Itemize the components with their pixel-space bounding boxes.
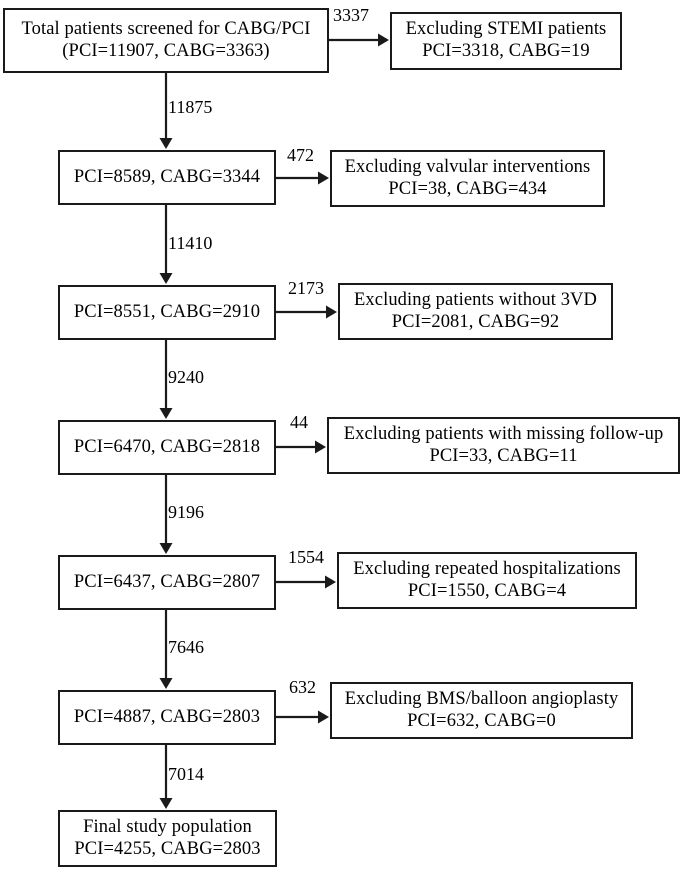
node-line-1: PCI=8589, CABG=3344	[73, 166, 261, 187]
exclusion-arrowhead-ha2	[318, 171, 329, 185]
main-node-step5: PCI=4887, CABG=2803	[58, 690, 276, 745]
flow-arrowhead-va4	[159, 543, 173, 554]
node-line-2: PCI=33, CABG=11	[429, 445, 578, 466]
exclusion-node-excl-followup: Excluding patients with missing follow-u…	[327, 417, 680, 474]
exclusion-count-label-h1: 3337	[333, 5, 369, 25]
main-node-step2: PCI=8551, CABG=2910	[58, 285, 276, 340]
exclusion-count-label-h3: 2173	[288, 278, 324, 298]
exclusion-arrowhead-ha3	[326, 305, 337, 319]
node-line-2: PCI=3318, CABG=19	[422, 41, 590, 61]
exclusion-arrowhead-ha6	[318, 710, 329, 724]
node-line-2: PCI=38, CABG=434	[388, 178, 547, 199]
exclusion-count-label-h6: 632	[289, 677, 316, 697]
exclusion-count-label-h4: 44	[290, 412, 308, 432]
flow-arrowhead-va5	[159, 678, 173, 689]
flow-count-label-v5: 7646	[168, 637, 204, 657]
exclusion-arrowhead-ha1	[378, 33, 389, 47]
node-line-1: Excluding STEMI patients	[405, 19, 607, 40]
node-line-2: PCI=1550, CABG=4	[407, 580, 567, 601]
exclusion-count-label-h2: 472	[287, 145, 314, 165]
node-line-2: PCI=4255, CABG=2803	[74, 838, 261, 859]
node-line-2: PCI=632, CABG=0	[407, 710, 556, 731]
main-node-screened: Total patients screened for CABG/PCI(PCI…	[3, 8, 329, 73]
node-line-1: Final study population	[83, 816, 252, 837]
flow-count-label-v3: 9240	[168, 367, 204, 387]
node-line-1: PCI=8551, CABG=2910	[73, 301, 261, 322]
exclusion-arrowhead-ha4	[315, 440, 326, 454]
flow-count-label-v6: 7014	[168, 764, 204, 784]
main-node-step1: PCI=8589, CABG=3344	[58, 150, 276, 205]
node-line-1: Excluding patients with missing follow-u…	[343, 423, 664, 444]
flow-count-label-v4: 9196	[168, 502, 204, 522]
node-line-1: Excluding patients without 3VD	[354, 289, 597, 310]
node-line-1: PCI=6437, CABG=2807	[73, 571, 261, 592]
flow-arrowhead-va3	[159, 408, 173, 419]
node-line-1: PCI=6470, CABG=2818	[73, 436, 261, 457]
node-line-1: PCI=4887, CABG=2803	[73, 706, 261, 727]
flow-arrowhead-va6	[159, 798, 173, 809]
node-line-1: Excluding valvular interventions	[344, 156, 591, 177]
flow-arrowhead-va1	[159, 138, 173, 149]
node-line-2: (PCI=11907, CABG=3363)	[62, 40, 270, 61]
flow-count-label-v2: 11410	[168, 233, 213, 253]
node-line-1: Excluding repeated hospitalizations	[353, 558, 621, 579]
main-node-step4: PCI=6437, CABG=2807	[58, 555, 276, 610]
exclusion-arrowhead-ha5	[325, 575, 336, 589]
flow-count-label-v1: 11875	[168, 97, 213, 117]
node-line-2: PCI=2081, CABG=92	[391, 311, 560, 332]
main-node-step3: PCI=6470, CABG=2818	[58, 420, 276, 475]
node-line-1: Excluding BMS/balloon angioplasty	[344, 688, 619, 709]
flow-arrowhead-va2	[159, 273, 173, 284]
node-line-1: Total patients screened for CABG/PCI	[21, 18, 311, 39]
exclusion-count-label-h5: 1554	[288, 547, 324, 567]
